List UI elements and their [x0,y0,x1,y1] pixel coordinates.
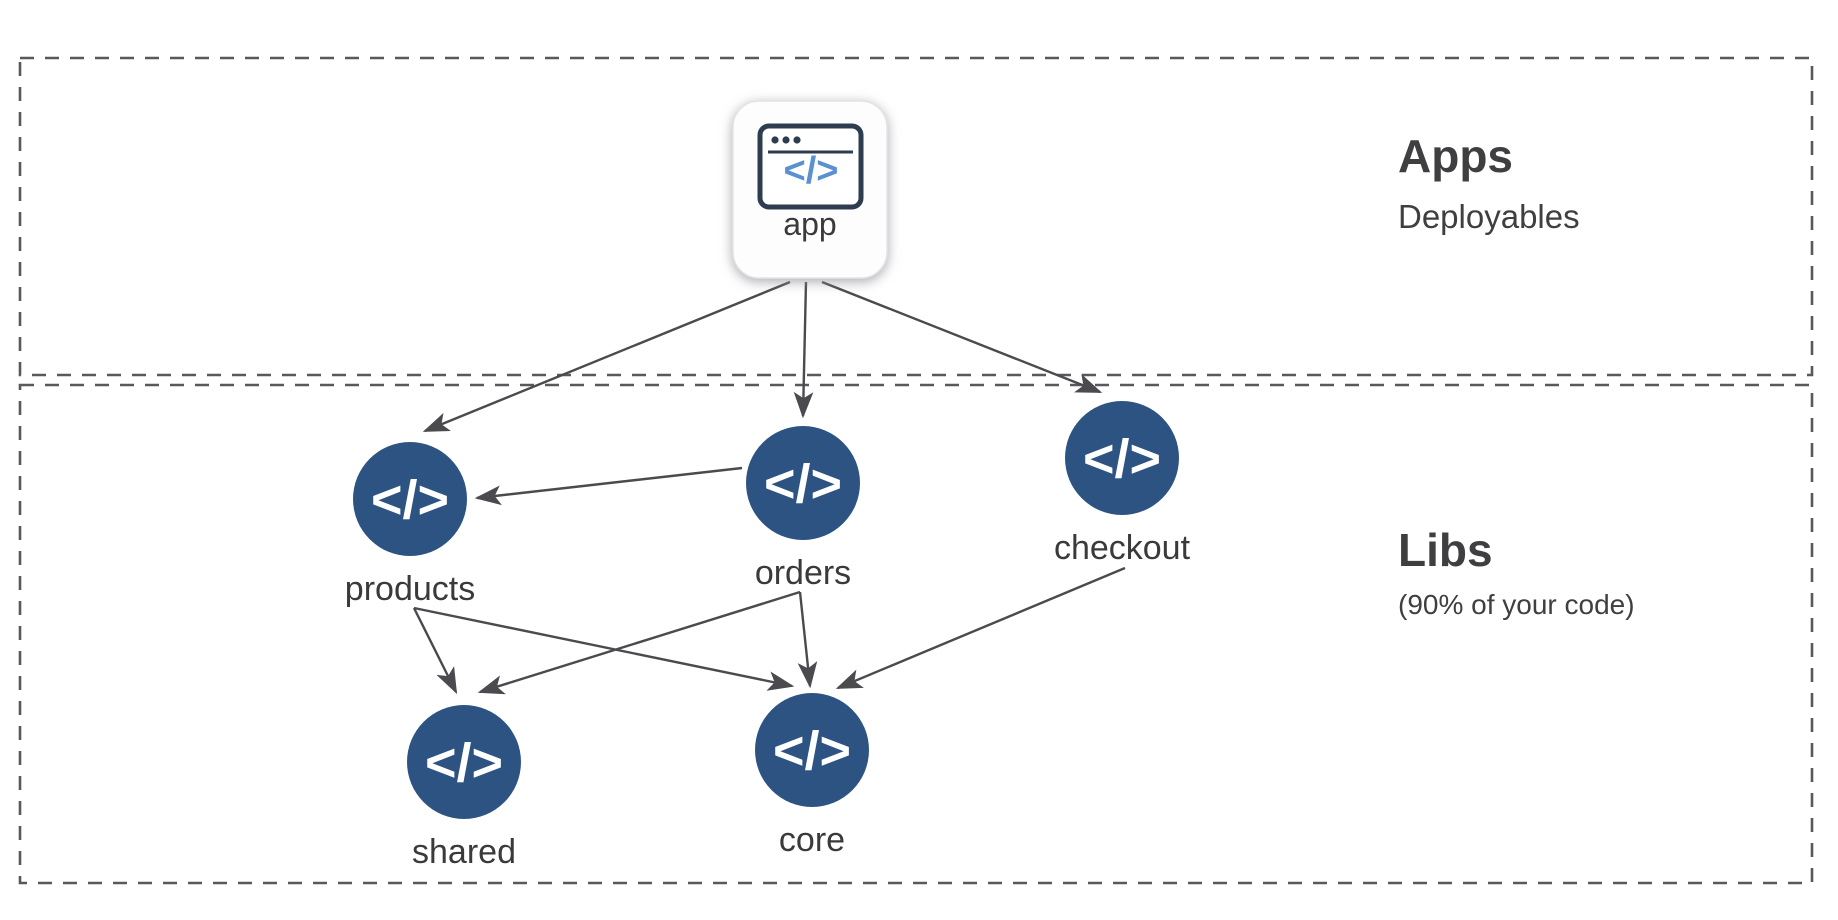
browser-frame [757,123,864,210]
node-shared-label: shared [412,833,516,871]
node-layer: </> products </> orders </> checkout </> shared… [345,401,1191,871]
node-app[interactable]: </> app [732,100,888,279]
browser-dot-2 [782,136,790,144]
code-brackets-icon: </> [1083,429,1161,489]
edge-checkout-to-core [835,566,1126,690]
node-checkout[interactable]: </> checkout [1054,401,1191,567]
zone-apps-subtitle: Deployables [1398,198,1580,235]
zone-apps-border [18,56,1814,377]
code-brackets-icon: </> [371,470,449,530]
zone-apps-title: Apps [1398,130,1513,182]
zone-libs-title: Libs [1398,524,1493,576]
edge-layer [412,280,1126,695]
code-brackets-icon: </> [773,721,851,781]
node-orders[interactable]: </> orders [746,426,860,592]
node-checkout-label: checkout [1054,529,1191,567]
node-core-label: core [779,821,845,859]
node-products-circle [353,442,467,556]
node-app-label: app [783,206,836,242]
node-shared[interactable]: </> shared [407,705,521,871]
edge-products-to-shared [412,607,458,695]
edge-app-to-checkout [821,280,1103,394]
zone-libs: Libs (90% of your code) [18,383,1814,885]
node-checkout-circle [1065,401,1179,515]
node-products[interactable]: </> products [345,442,475,608]
zone-libs-subtitle: (90% of your code) [1398,589,1635,620]
zone-apps: Apps Deployables [18,56,1814,377]
node-core[interactable]: </> core [755,693,869,859]
edge-app-to-products [422,280,791,433]
edge-orders-to-core [797,591,818,689]
zone-libs-border [18,383,1814,885]
edge-app-to-orders [793,281,814,419]
node-shared-circle [407,705,521,819]
node-orders-circle [746,426,860,540]
browser-dot-3 [793,136,801,144]
node-orders-label: orders [755,554,851,592]
code-brackets-icon: </> [764,454,842,514]
browser-dot-1 [771,136,779,144]
edge-products-to-core [413,606,795,691]
code-brackets-icon: </> [425,733,503,793]
browser-window-icon: </> [757,123,864,210]
node-core-circle [755,693,869,807]
code-brackets-icon: </> [784,150,839,192]
edge-orders-to-shared [477,590,801,695]
edge-orders-to-products [474,466,743,506]
node-products-label: products [345,570,475,608]
